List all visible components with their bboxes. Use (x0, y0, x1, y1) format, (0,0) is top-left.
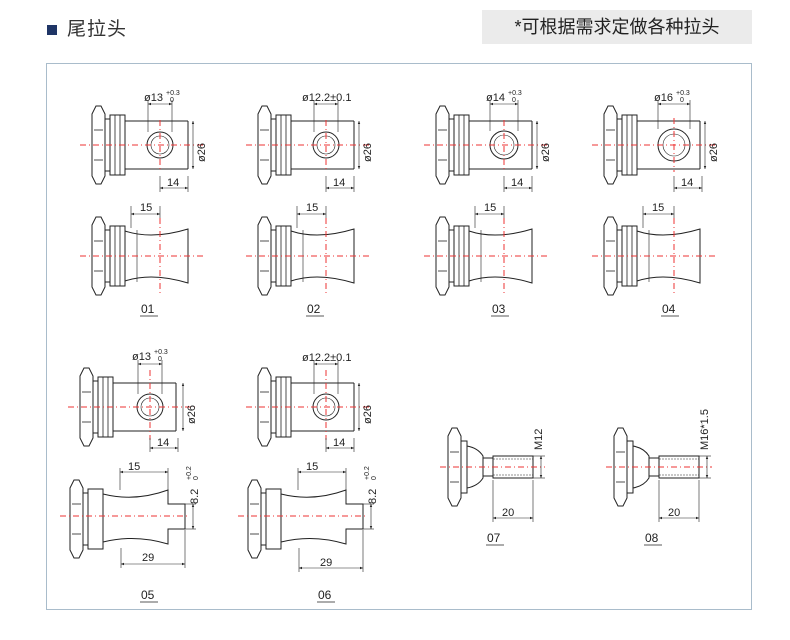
svg-text:0: 0 (512, 97, 516, 104)
part-06: ø12.2±0.1 ø26 14 15 8.2 +0.2 0 29 06 (238, 352, 379, 603)
length-top-label: 14 (333, 437, 345, 449)
part-02: ø12.2±0.1 ø26 14 15 02 (246, 92, 374, 317)
body-dia-label: ø26 (196, 143, 208, 162)
part-number: 07 (487, 531, 501, 545)
part-04: ø16 +0.3 0 ø26 14 15 04 (592, 90, 720, 317)
svg-text:0: 0 (158, 356, 162, 363)
body-dia-label: ø26 (708, 143, 720, 162)
hole-dia-label: ø12.2±0.1 (302, 92, 351, 104)
length-bottom-label: 15 (140, 202, 152, 214)
svg-text:0: 0 (680, 97, 684, 104)
body-dia-label: ø26 (362, 143, 374, 162)
slot-width-label: 8.2 (189, 489, 201, 504)
header-bullet (47, 25, 57, 35)
length-label: 20 (502, 507, 514, 519)
hole-dia-label: ø12.2±0.1 (302, 352, 351, 364)
length-top-label: 14 (157, 437, 169, 449)
part-number: 06 (318, 588, 332, 602)
length-label: 20 (668, 507, 680, 519)
length-top-label: 14 (167, 177, 179, 189)
part-08: M16*1.5 20 08 (606, 409, 712, 546)
body-dia-label: ø26 (186, 405, 198, 424)
slot-length-label: 15 (306, 461, 318, 473)
part-01: ø13 +0.3 0 ø26 14 15 01 (80, 90, 208, 317)
hole-dia-label: ø16 (654, 92, 673, 104)
body-dia-label: ø26 (540, 143, 552, 162)
custom-order-note: *可根据需求定做各种拉头 (482, 10, 752, 44)
part-07: M12 20 07 (440, 427, 545, 546)
total-length-label: 29 (320, 557, 332, 569)
svg-text:0: 0 (170, 97, 174, 104)
svg-text:+0.3: +0.3 (166, 90, 180, 97)
hole-dia-label: ø13 (144, 92, 163, 104)
hole-dia-label: ø13 (132, 351, 151, 363)
svg-text:+0.3: +0.3 (508, 90, 522, 97)
drawing-frame (46, 63, 752, 610)
slot-length-label: 15 (128, 461, 140, 473)
total-length-label: 29 (142, 552, 154, 564)
thread-label: M16*1.5 (699, 409, 711, 450)
slot-width-label: 8.2 (367, 489, 379, 504)
part-number: 01 (141, 302, 155, 316)
part-number: 08 (645, 531, 659, 545)
part-number: 04 (662, 302, 676, 316)
length-bottom-label: 15 (306, 202, 318, 214)
length-bottom-label: 15 (484, 202, 496, 214)
part-number: 05 (141, 588, 155, 602)
part-number: 02 (307, 302, 321, 316)
hole-dia-label: ø14 (486, 92, 505, 104)
svg-text:+0.3: +0.3 (154, 349, 168, 356)
part-03: ø14 +0.3 0 ø26 14 15 03 (424, 90, 552, 317)
svg-text:+0.3: +0.3 (676, 90, 690, 97)
svg-text:+0.2: +0.2 (186, 466, 193, 480)
length-top-label: 14 (681, 177, 693, 189)
part-05: ø13 +0.3 0 ø26 14 15 8.2 +0.2 0 29 05 (60, 349, 201, 603)
part-number: 03 (492, 302, 506, 316)
length-bottom-label: 15 (652, 202, 664, 214)
page-title: 尾拉头 (67, 19, 128, 40)
svg-text:0: 0 (371, 476, 378, 480)
svg-text:+0.2: +0.2 (364, 466, 371, 480)
length-top-label: 14 (511, 177, 523, 189)
length-top-label: 14 (333, 177, 345, 189)
svg-text:0: 0 (193, 476, 200, 480)
body-dia-label: ø26 (362, 405, 374, 424)
thread-label: M12 (533, 429, 545, 450)
